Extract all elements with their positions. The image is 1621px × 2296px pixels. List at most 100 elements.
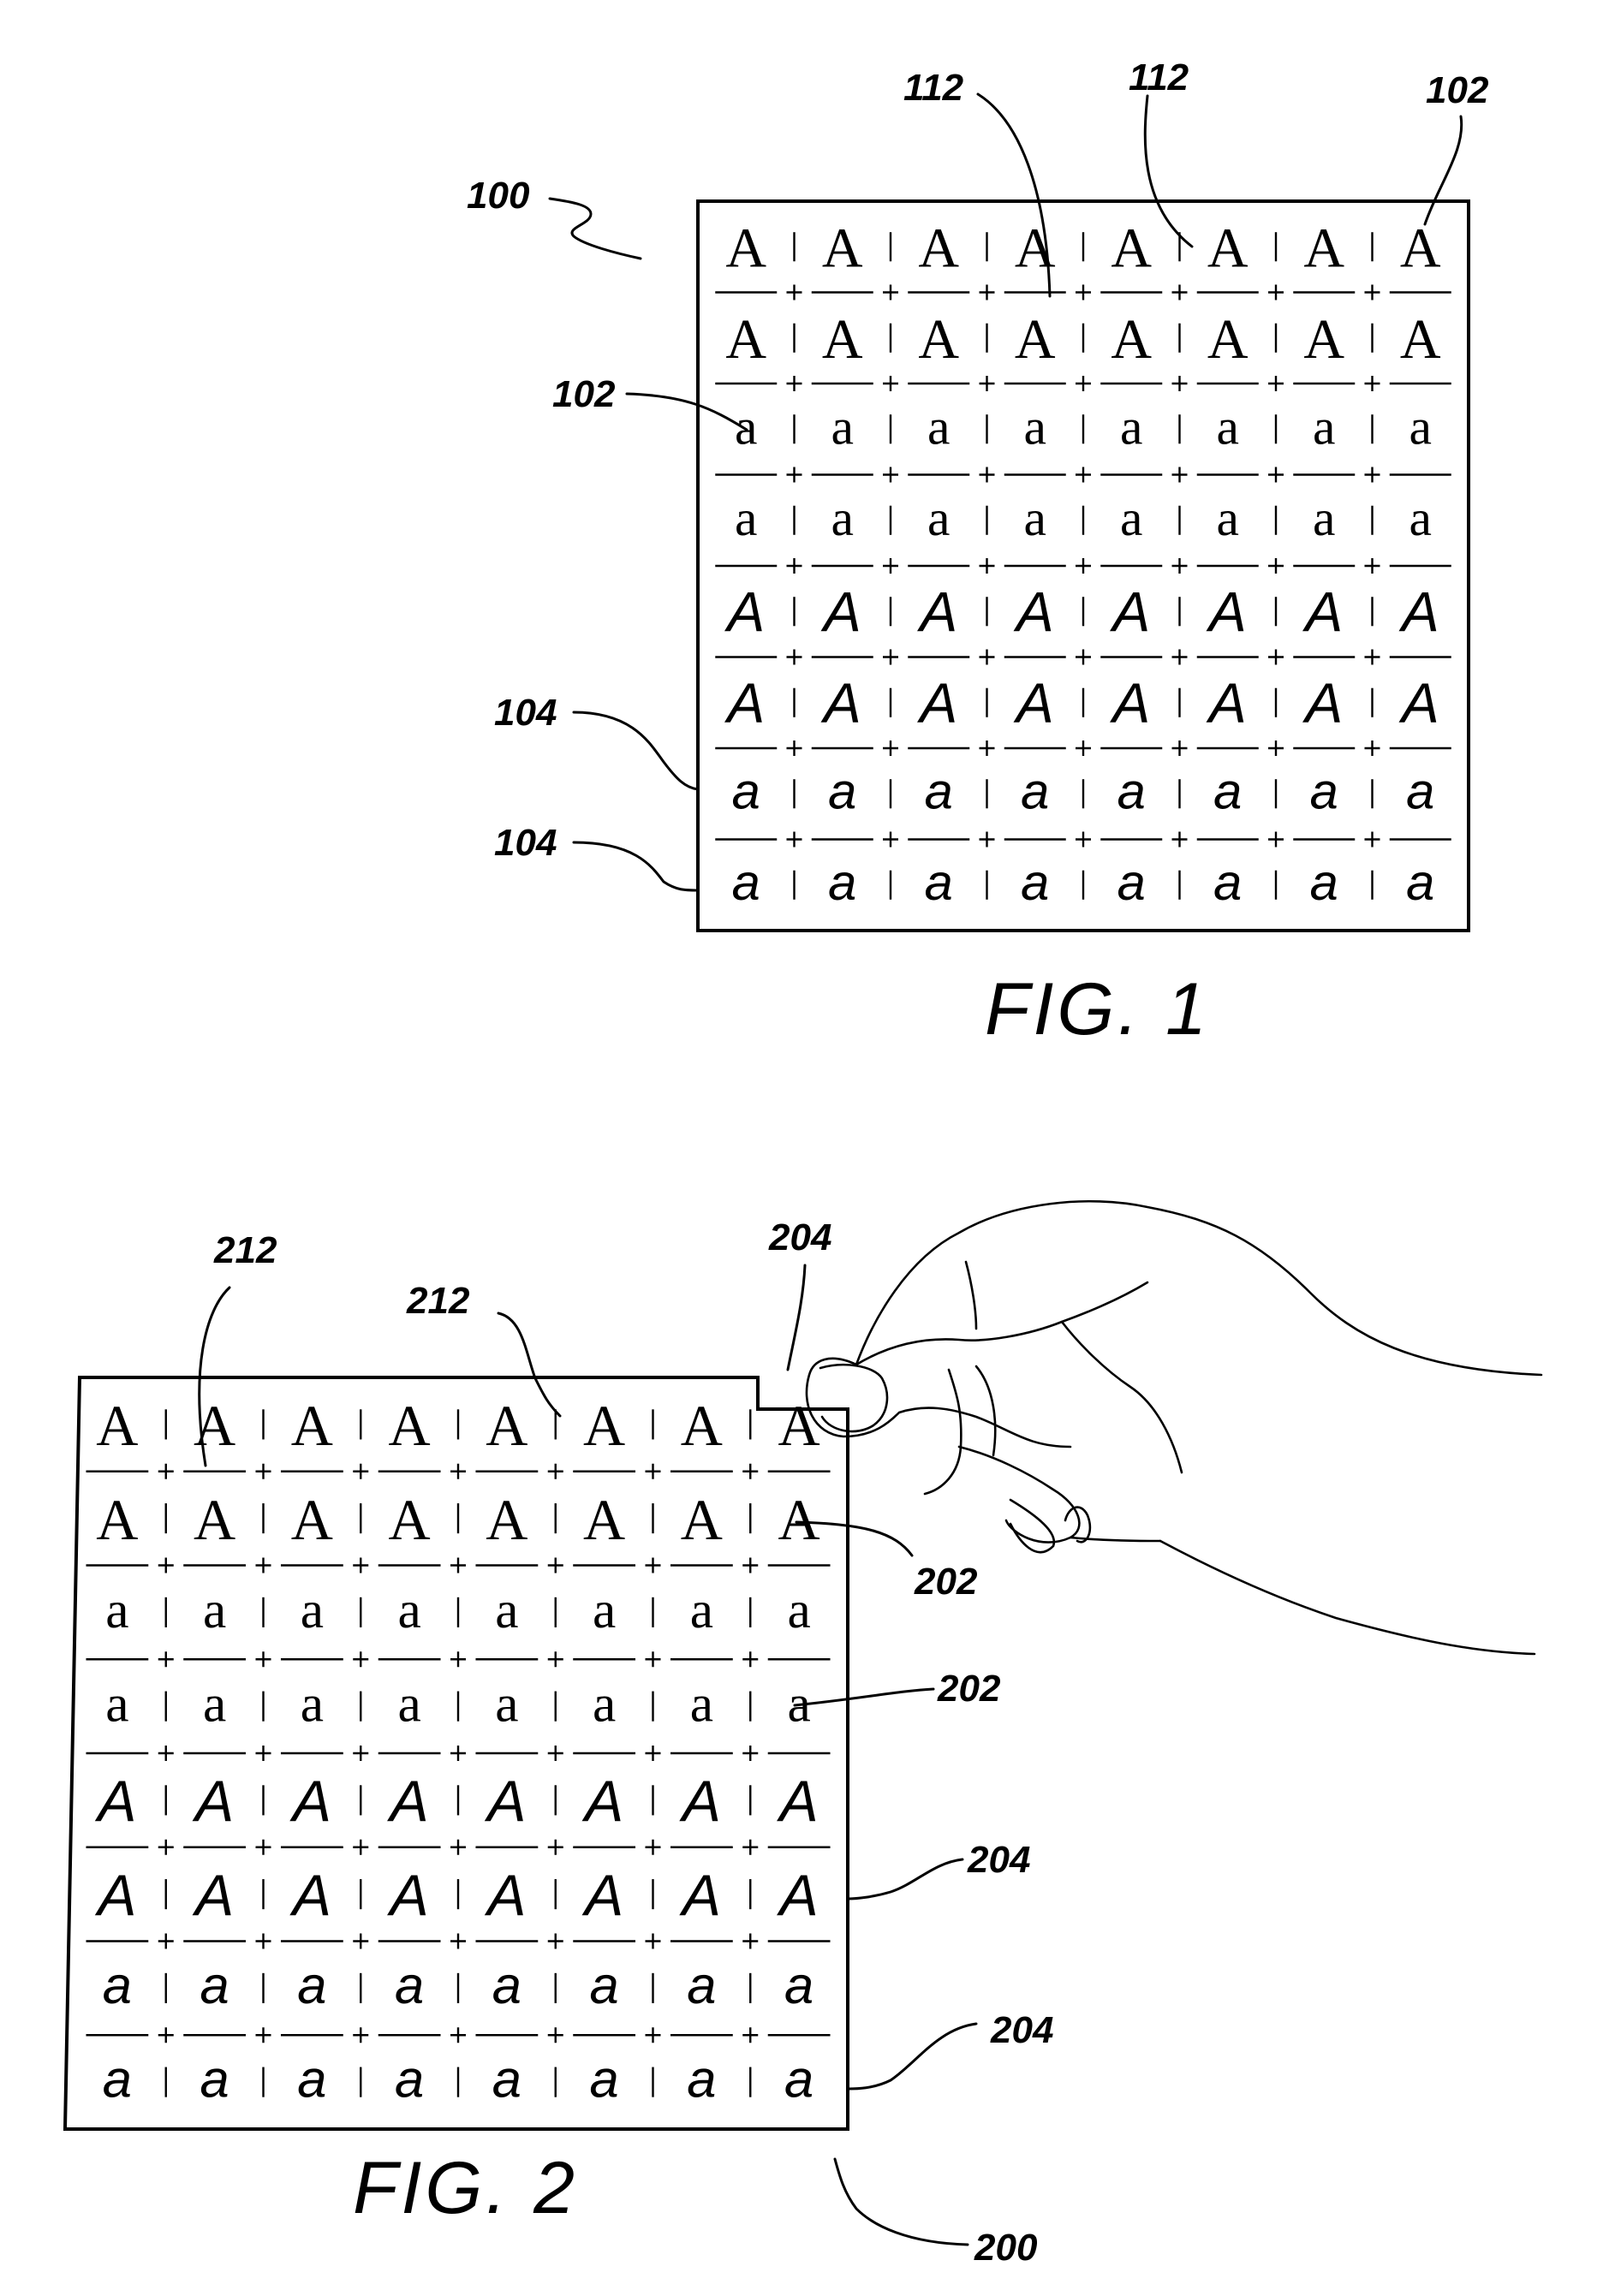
grid-cross-mark (742, 1558, 758, 1573)
grid-letter-A: A (1302, 671, 1343, 735)
grid-cross-mark (1268, 832, 1284, 848)
grid-letter-a: a (492, 2050, 521, 2109)
figure-1: AAAAAAAAAAAAAAAAaaaaaaaaaaaaaaaaAAAAAAAA… (467, 57, 1489, 1050)
fig2-leader-204-b (848, 2024, 976, 2089)
grid-cross-mark (883, 741, 898, 756)
grid-cross-mark (787, 741, 802, 756)
grid-cross-mark (353, 2027, 368, 2043)
index-finger (856, 1282, 1147, 1365)
knuckle-line (1062, 1322, 1182, 1472)
grid-cross-mark (548, 1651, 563, 1667)
grid-letter-a: a (1213, 854, 1242, 911)
grid-cross-mark (353, 1558, 368, 1573)
grid-cross-mark (742, 1464, 758, 1479)
fig1-leader-102-top (1425, 116, 1462, 224)
grid-cross-mark (450, 1934, 466, 1949)
grid-letter-a: a (1213, 762, 1242, 819)
grid-letter-A: A (916, 580, 957, 644)
grid-letter-A: A (681, 1393, 723, 1458)
grid-letter-A: A (1207, 217, 1249, 280)
grid-letter-A: A (386, 1769, 428, 1834)
figure-2: AAAAAAAAAAAAAAAAaaaaaaaaaaaaaaaaAAAAAAAA… (65, 1201, 1541, 2269)
grid-letter-A: A (1111, 308, 1152, 371)
grid-cross-mark (1172, 832, 1188, 848)
grid-letter-A: A (776, 1769, 818, 1834)
grid-letter-A: A (778, 1393, 820, 1458)
grid-cross-mark (1365, 376, 1380, 391)
fig1-ref-102-left: 102 (552, 373, 616, 415)
grid-cross-mark (646, 1651, 661, 1667)
grid-letter-a: a (395, 2050, 424, 2109)
grid-letter-A: A (289, 1769, 331, 1834)
grid-letter-a: a (590, 2050, 619, 2109)
grid-letter-A: A (581, 1769, 623, 1834)
grid-letter-A: A (724, 671, 765, 735)
grid-cross-mark (158, 1558, 174, 1573)
grid-letter-a: a (203, 1675, 226, 1734)
grid-cross-mark (548, 1934, 563, 1949)
grid-letter-a: a (732, 854, 760, 911)
fig1-leader-102-left (627, 394, 747, 430)
grid-cross-mark (883, 467, 898, 483)
grid-letter-a: a (492, 1956, 521, 2015)
grid-cross-mark (787, 558, 802, 574)
grid-cross-mark (646, 1558, 661, 1573)
grid-cross-mark (256, 1558, 271, 1573)
grid-letter-a: a (828, 854, 856, 911)
grid-cross-mark (1365, 467, 1380, 483)
fig1-ref-100: 100 (467, 175, 530, 217)
grid-letter-a: a (1117, 762, 1146, 819)
grid-cross-mark (353, 1464, 368, 1479)
grid-letter-a: a (297, 1956, 326, 2015)
grid-letter-a: a (787, 1581, 810, 1639)
grid-letter-a: a (1021, 762, 1049, 819)
grid-letter-A: A (724, 580, 765, 644)
grid-cross-mark (1268, 467, 1284, 483)
fig1-leader-104-a (574, 712, 698, 789)
fig1-ref-102-top: 102 (1426, 69, 1489, 111)
grid-letter-A: A (1398, 671, 1439, 735)
grid-letter-a: a (200, 2050, 229, 2109)
grid-cross-mark (883, 832, 898, 848)
fig2-ref-204-top: 204 (768, 1216, 831, 1258)
grid-cross-mark (158, 1934, 174, 1949)
grid-letter-a: a (1310, 854, 1338, 911)
fig1-leader-104-b (574, 842, 698, 890)
grid-letter-a: a (593, 1581, 616, 1639)
grid-cross-mark (1365, 285, 1380, 300)
grid-cross-mark (1076, 832, 1091, 848)
grid-cross-mark (353, 1651, 368, 1667)
grid-letter-a: a (828, 762, 856, 819)
grid-letter-a: a (1217, 398, 1239, 455)
hand-outline-lower (1160, 1541, 1535, 1654)
fig2-caption: FIG. 2 (353, 2147, 578, 2229)
grid-letter-a: a (784, 2050, 813, 2109)
fig2-character-grid: AAAAAAAAAAAAAAAAaaaaaaaaaaaaaaaaAAAAAAAA… (86, 1393, 830, 2109)
grid-letter-a: a (1217, 490, 1239, 546)
grid-cross-mark (883, 558, 898, 574)
grid-letter-A: A (484, 1863, 526, 1928)
grid-letter-a: a (735, 398, 757, 455)
curled-finger-2 (1010, 1500, 1160, 1552)
grid-letter-A: A (1302, 580, 1343, 644)
grid-cross-mark (1076, 285, 1091, 300)
grid-cross-mark (980, 285, 995, 300)
finger-crease-2 (925, 1370, 961, 1494)
grid-letter-A: A (778, 1487, 820, 1552)
grid-cross-mark (353, 1840, 368, 1855)
grid-letter-A: A (291, 1487, 333, 1552)
grid-cross-mark (256, 1746, 271, 1761)
grid-letter-a: a (1024, 398, 1046, 455)
grid-cross-mark (1365, 558, 1380, 574)
grid-cross-mark (980, 832, 995, 848)
grid-letter-A: A (725, 217, 766, 280)
grid-cross-mark (883, 650, 898, 665)
grid-cross-mark (646, 1746, 661, 1761)
grid-letter-A: A (486, 1393, 527, 1458)
grid-cross-mark (883, 285, 898, 300)
fig1-ref-112-a: 112 (903, 67, 964, 109)
grid-letter-a: a (927, 398, 950, 455)
grid-cross-mark (1172, 467, 1188, 483)
grid-letter-a: a (105, 1581, 128, 1639)
grid-letter-A: A (1398, 580, 1439, 644)
